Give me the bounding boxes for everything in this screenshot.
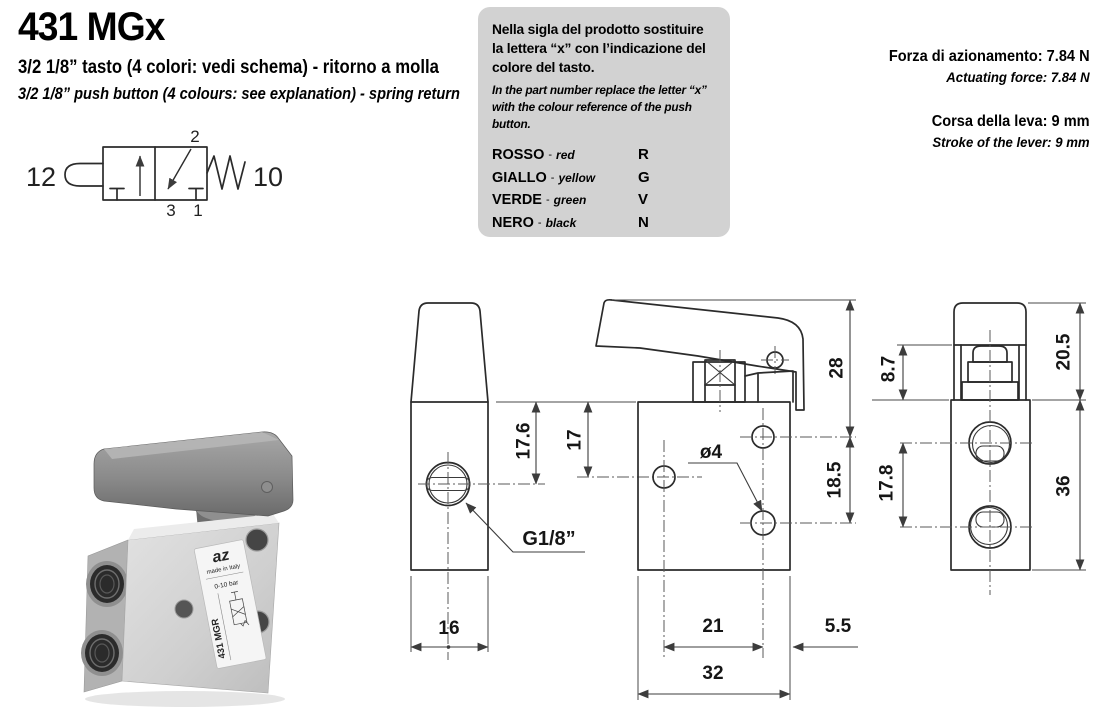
- color-name: VERDE: [492, 192, 542, 209]
- color-translation: yellow: [558, 170, 596, 185]
- color-row-red: ROSSO-red R: [492, 146, 716, 169]
- color-row-yellow: GIALLO-yellow G: [492, 169, 716, 192]
- color-code: R: [638, 146, 649, 164]
- dim-button-travel-8-7: 8.7: [879, 356, 900, 382]
- photo-lever-highlight: [104, 432, 279, 459]
- photo-body-top-edge: [128, 514, 279, 540]
- dim-hole-spacing-18-5: 18.5: [825, 461, 846, 498]
- separator: -: [550, 171, 555, 184]
- color-code: G: [638, 168, 650, 186]
- rear-plunger-dome: [972, 345, 1008, 363]
- symbol-blocked-port-left: [109, 187, 125, 201]
- photo-label-column-divider: [217, 593, 232, 661]
- drawing-front-view: ø4 28 18.5 21 5.5 32: [595, 298, 858, 700]
- separator: -: [545, 194, 550, 207]
- front-pedestal: [692, 361, 746, 403]
- dim-body-height-36: 36: [1054, 475, 1075, 496]
- lever-stroke-en: Stroke of the lever: 9 mm: [932, 134, 1090, 150]
- hole-diameter-label: ø4: [700, 442, 723, 463]
- front-pedestal-inner-lines: [704, 384, 736, 403]
- subtitle-english: 3/2 1/8” push button (4 colours: see exp…: [18, 84, 460, 103]
- side-extension-lines: [410, 576, 489, 652]
- dim-width-32: 32: [702, 663, 723, 684]
- color-code: V: [638, 191, 649, 209]
- dim-lever-height-28: 28: [827, 357, 848, 378]
- dim-edge-offset-5-5: 5.5: [825, 616, 852, 637]
- color-translation: green: [553, 193, 587, 208]
- symbol-port-3: 3: [166, 201, 175, 220]
- drawing-side-view: 16 17.6 17 G1/8”: [410, 302, 702, 660]
- dim-hole-span-21: 21: [702, 616, 724, 637]
- info-text-italian: Nella sigla del prodotto sostituire la l…: [492, 22, 706, 76]
- photo-label: az made in Italy 0-10 bar 431 MGR: [193, 539, 267, 669]
- dim-port-spacing-17-8: 17.8: [877, 465, 898, 502]
- dim-width-16: 16: [438, 618, 459, 639]
- color-code-list: ROSSO-red R GIALLO-yellow G VERDE-green …: [492, 146, 716, 236]
- separator: -: [548, 149, 553, 162]
- side-dim-center-dot: [446, 645, 451, 649]
- color-name: NERO: [492, 214, 534, 231]
- port-thread-label: G1/8”: [522, 528, 575, 550]
- side-body: [410, 401, 489, 571]
- photo-front-hole-mid: [174, 599, 194, 619]
- drawing-rear-view: 8.7 17.8 20.5 36: [872, 302, 1086, 595]
- symbol-port-1: 1: [193, 201, 202, 220]
- color-translation: black: [545, 215, 577, 230]
- hole-dia-leader: [688, 462, 763, 512]
- pneumatic-symbol: 12 10 2 3 1: [26, 127, 283, 220]
- front-right-block: [744, 370, 794, 403]
- color-translation: red: [556, 148, 575, 163]
- symbol-port-12: 12: [26, 162, 56, 192]
- front-body: [637, 401, 791, 571]
- front-centerlines: [663, 350, 856, 658]
- photo-label-logo: az: [211, 547, 231, 567]
- photo-threaded-port-upper: [86, 561, 128, 607]
- photo-lever-screw: [261, 481, 273, 493]
- photo-threaded-port-lower: [81, 630, 123, 676]
- side-centerlines: [418, 452, 545, 660]
- lever-stroke-it: Corsa della leva: 9 mm: [932, 113, 1090, 130]
- dim-hole-height-17: 17: [565, 429, 586, 450]
- rear-cap: [953, 302, 1027, 346]
- photo-label-divider: [205, 571, 244, 580]
- subtitle-italian: 3/2 1/8” tasto (4 colori: vedi schema) -…: [18, 57, 439, 78]
- symbol-spring-return: [206, 155, 246, 190]
- page-title: 431 MGx: [18, 5, 165, 49]
- photo-front-hole-top: [245, 528, 269, 552]
- color-code: N: [638, 213, 649, 231]
- color-name: GIALLO: [492, 169, 547, 186]
- header: 431 MGx: [18, 4, 176, 50]
- rear-extension-lines: [872, 302, 1086, 571]
- rear-centerlines: [900, 330, 1034, 595]
- actuating-force-en: Actuating force: 7.84 N: [946, 69, 1090, 85]
- info-text-english: In the part number replace the letter “x…: [492, 83, 707, 132]
- product-photo: az made in Italy 0-10 bar 431 MGR: [81, 431, 294, 707]
- symbol-port-2: 2: [190, 127, 199, 146]
- color-name: ROSSO: [492, 147, 545, 164]
- symbol-exhaust-path: [167, 148, 192, 190]
- photo-label-pressure: 0-10 bar: [214, 579, 240, 591]
- thread-leader-line: [465, 502, 585, 553]
- photo-shadow: [85, 691, 285, 707]
- front-extension-lines: [637, 576, 791, 700]
- actuating-force-it: Forza di azionamento: 7.84 N: [889, 48, 1090, 65]
- front-pivot-centerlines: [761, 346, 789, 374]
- symbol-port-10: 10: [253, 162, 283, 192]
- rear-cap-walls: [953, 344, 1027, 401]
- color-row-green: VERDE-green V: [492, 191, 716, 214]
- dim-cap-height-20-5: 20.5: [1054, 333, 1075, 370]
- spec-block: Forza di azionamento: 7.84 N Actuating f…: [889, 46, 1090, 152]
- side-button: [410, 302, 489, 403]
- color-info-box: Nella sigla del prodotto sostituire la l…: [478, 7, 730, 237]
- dim-port-height-17-6: 17.6: [514, 423, 535, 460]
- color-row-black: NERO-black N: [492, 214, 716, 237]
- separator: -: [537, 216, 542, 229]
- front-lever: [595, 298, 805, 411]
- symbol-blocked-port-right: [188, 187, 204, 201]
- photo-label-mini-symbol: [229, 591, 250, 627]
- symbol-push-button-actuator: [64, 162, 104, 187]
